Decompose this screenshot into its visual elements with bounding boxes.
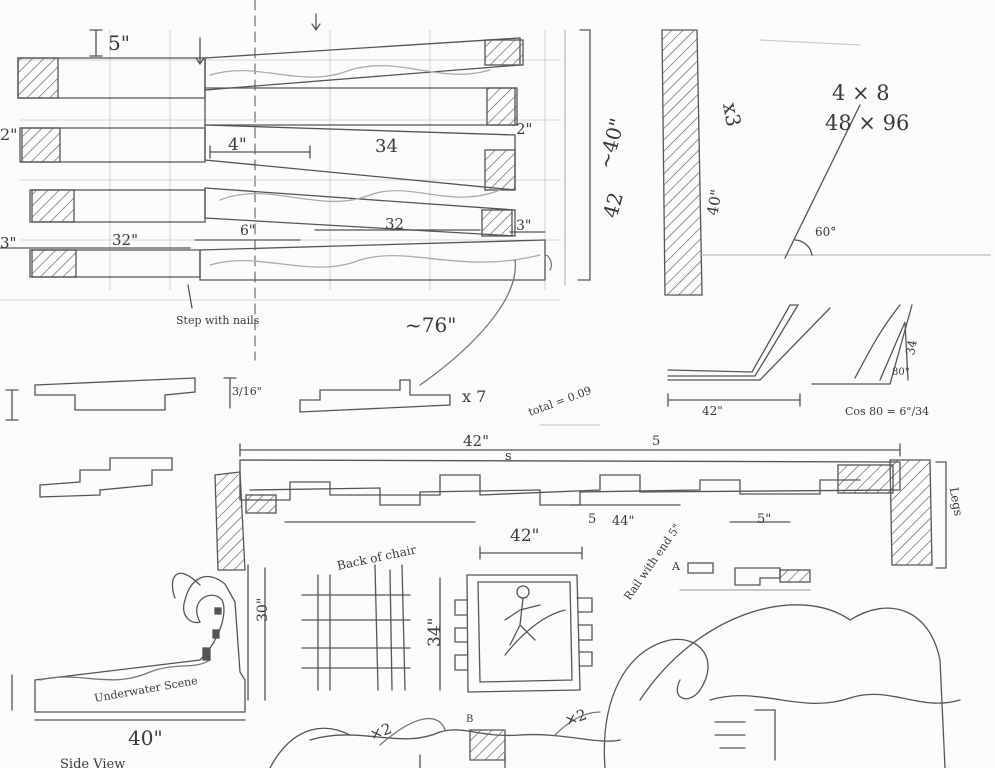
slat-dim-b: 44" bbox=[612, 514, 635, 529]
overall-length-label: ~76" bbox=[405, 313, 456, 337]
cos-note: Cos 80 = 6"/34 bbox=[845, 405, 929, 418]
bottom-length-right-label: 32 bbox=[385, 215, 404, 233]
sheet-size-b: 48 × 96 bbox=[825, 111, 909, 135]
angle-height-label: 34 bbox=[903, 338, 920, 356]
step-profiles bbox=[5, 377, 451, 498]
step-note-label: Step with nails bbox=[176, 314, 260, 327]
end-piece-label: 3" bbox=[0, 234, 16, 252]
insert-panel bbox=[439, 546, 593, 693]
back-width-label: 42" bbox=[463, 432, 489, 450]
step-count-label: x 7 bbox=[462, 387, 486, 406]
height-total-label: ~40" bbox=[593, 116, 629, 172]
post-drawing bbox=[661, 29, 703, 296]
insert-height-label: 34" bbox=[425, 618, 445, 647]
insert-width-label: 42" bbox=[510, 526, 539, 546]
step-width-label: 4" bbox=[228, 135, 247, 155]
right-end-label: 3" bbox=[516, 218, 531, 234]
angle-label: 60° bbox=[815, 225, 836, 239]
post-count-label: x3 bbox=[718, 101, 746, 129]
side-view-label: Side View bbox=[60, 757, 125, 768]
slat-dim-c: 5" bbox=[757, 512, 771, 527]
side-width-label: 40" bbox=[128, 726, 163, 750]
top-overhang-label: 2" bbox=[0, 125, 18, 144]
sheet-size-a: 4 × 8 bbox=[832, 81, 890, 105]
bottom-length-crossed-label: 32" bbox=[112, 231, 138, 249]
side-view bbox=[11, 564, 266, 721]
side-height-label: 30" bbox=[255, 598, 271, 622]
board-length-label: 34 bbox=[375, 136, 398, 157]
angle-sketch bbox=[667, 104, 991, 407]
height-alt-label: 42 bbox=[598, 190, 628, 221]
slat-frame bbox=[301, 564, 411, 691]
mid-overhang-label: 2" bbox=[516, 120, 532, 138]
side-label: Legs bbox=[947, 486, 966, 517]
rail-joint bbox=[679, 562, 811, 591]
scene-label: Underwater Scene bbox=[93, 674, 198, 705]
multiplier-b: ×2 bbox=[562, 705, 589, 729]
joint-label-b: B bbox=[466, 714, 473, 725]
wave-scene bbox=[269, 604, 961, 768]
back-label: Back of chair bbox=[336, 542, 418, 572]
back-of-chair bbox=[214, 443, 947, 571]
bench-plan bbox=[0, 0, 591, 361]
back-mark-b: 5 bbox=[652, 434, 660, 449]
post-height-label: 40" bbox=[703, 188, 725, 217]
angle-base-label: 42" bbox=[702, 404, 723, 418]
misc-strokes bbox=[419, 39, 861, 426]
scribble-note: total = 0.09 bbox=[527, 384, 594, 419]
bottom-step-label: 6" bbox=[240, 223, 255, 239]
board-height-label: 5" bbox=[108, 31, 130, 55]
step-profile-dim: 3/16" bbox=[232, 385, 262, 398]
multiplier-a: ×2 bbox=[367, 719, 394, 743]
back-mark-a: s bbox=[505, 449, 512, 464]
angle-degree-label: 80° bbox=[892, 367, 910, 378]
joint-label: A bbox=[671, 560, 681, 573]
slat-dim-a: 5 bbox=[588, 512, 596, 527]
